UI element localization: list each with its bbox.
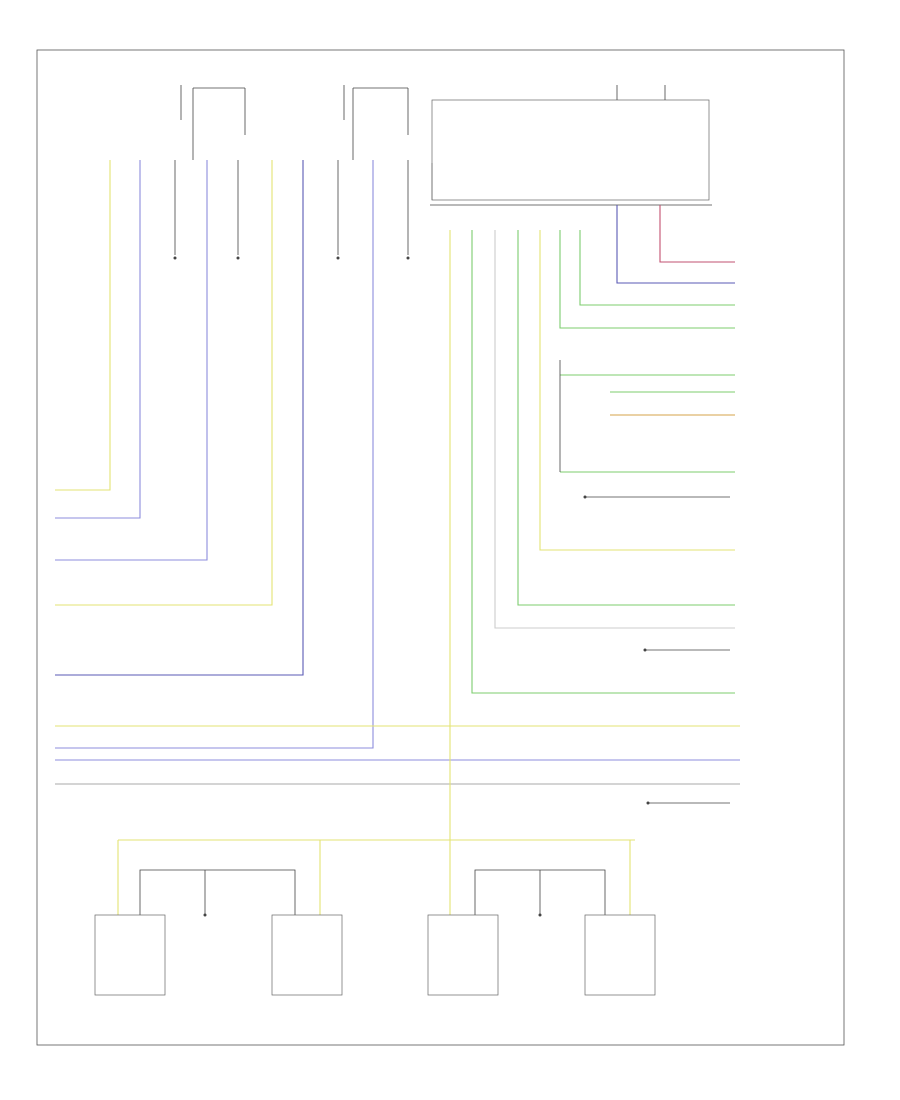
ground-symbols	[173, 256, 650, 917]
component-box-4	[584, 914, 656, 996]
door-switch-boxes	[94, 914, 656, 996]
bottom-harness	[117, 839, 635, 915]
module-output-wires	[449, 205, 735, 840]
page-frame	[36, 49, 845, 1046]
top-connectors-left	[174, 85, 409, 255]
module-box	[430, 85, 712, 206]
left-wires	[55, 160, 740, 785]
component-box-3	[427, 914, 499, 996]
component-box-1	[94, 914, 166, 996]
component-box-2	[271, 914, 343, 996]
